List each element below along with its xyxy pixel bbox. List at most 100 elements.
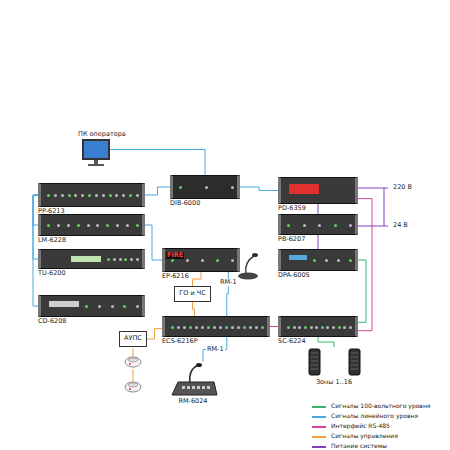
control-knob: [186, 259, 189, 262]
speaker-grille: [351, 357, 358, 358]
display-window: [289, 184, 319, 194]
microphone-console: RM-6024: [168, 362, 218, 396]
console-base: [172, 382, 217, 395]
display-window: [289, 255, 307, 260]
control-knob: [47, 194, 50, 197]
control-knob: [126, 224, 129, 227]
device-label: ECS-6216P: [162, 338, 198, 345]
signal-connector: [193, 302, 195, 316]
control-knob: [171, 326, 174, 329]
speaker-body: [349, 349, 360, 375]
desk-microphone: [238, 253, 258, 280]
control-knob: [343, 326, 346, 329]
control-knob: [326, 326, 329, 329]
control-knob: [177, 326, 180, 329]
control-knob: [332, 326, 335, 329]
control-knob: [349, 259, 352, 262]
legend-swatch: [312, 446, 326, 448]
control-knob: [96, 224, 99, 227]
control-knob: [81, 194, 84, 197]
control-knob: [88, 194, 91, 197]
device-label: CD-6208: [38, 318, 66, 325]
rack-device: DPA-600S: [278, 249, 358, 271]
control-knob: [255, 326, 258, 329]
display-window: [49, 301, 79, 307]
signal-connector: [193, 272, 202, 286]
power-wires: [358, 188, 388, 226]
signal-connector: [318, 204, 319, 214]
control-knob: [122, 194, 125, 197]
control-knob: [124, 258, 127, 261]
control-knob: [313, 259, 316, 262]
control-knob: [231, 186, 234, 189]
rack-device: SC-6224: [278, 316, 358, 337]
control-knob: [136, 258, 139, 261]
control-knob: [243, 326, 246, 329]
text-box: АУПС: [119, 331, 147, 347]
rack-device: PB-6207: [278, 214, 358, 235]
control-knob: [207, 326, 210, 329]
control-knob: [67, 224, 70, 227]
control-knob: [338, 326, 341, 329]
control-knob: [87, 224, 90, 227]
signal-connector: [358, 199, 372, 331]
control-knob: [189, 326, 192, 329]
control-knob: [74, 194, 77, 197]
control-knob: [136, 305, 139, 308]
control-knob: [201, 259, 204, 262]
control-knob: [57, 224, 60, 227]
control-knob: [171, 259, 174, 262]
signal-connector: [240, 187, 278, 191]
control-knob: [205, 186, 208, 189]
control-knob: [261, 326, 264, 329]
control-knob: [310, 326, 313, 329]
control-knob: [349, 224, 352, 227]
speaker-grille: [351, 353, 358, 354]
signal-connector: [318, 337, 334, 347]
signal-connector: [318, 235, 319, 249]
device-label: LM-6228: [38, 237, 66, 244]
device-label: АУПС: [124, 335, 142, 342]
speaker-drawing: [303, 347, 365, 377]
control-knob: [85, 305, 88, 308]
control-knob: [315, 326, 318, 329]
signal-connector: [270, 326, 278, 327]
edge-label: RM-1: [206, 346, 225, 353]
text-box: ГО и ЧС: [174, 286, 211, 302]
speaker-grille: [311, 369, 318, 370]
device-label: PD-6359: [278, 205, 306, 212]
console-key: [182, 386, 185, 389]
control-knob: [219, 326, 222, 329]
control-knob: [298, 326, 301, 329]
gooseneck: [190, 365, 198, 383]
control-knob: [334, 224, 337, 227]
mic-head: [196, 363, 202, 367]
control-knob: [68, 194, 71, 197]
speaker-grille: [351, 361, 358, 362]
signal-connector: [145, 187, 170, 195]
power-label: 24 В: [392, 222, 409, 229]
edge-label: RM-1: [219, 279, 238, 286]
control-knob: [304, 326, 307, 329]
legend-text: Сигналы линейного уровня: [330, 413, 419, 420]
legend-swatch: [312, 416, 326, 418]
speaker-grille: [311, 357, 318, 358]
smoke-detectors: [125, 348, 141, 392]
control-knob: [106, 224, 109, 227]
control-knob: [349, 326, 352, 329]
control-knob: [129, 194, 132, 197]
display-window: [71, 256, 101, 262]
legend-text: Интерфейс RS-485: [330, 423, 391, 430]
rack-device: CD-6208: [38, 295, 145, 317]
speaker-grille: [311, 361, 318, 362]
device-label: TU-6200: [38, 270, 66, 277]
rack-device: LM-6228: [38, 214, 145, 236]
device-label: DIB-6000: [170, 200, 200, 207]
control-knob: [213, 326, 216, 329]
device-label: RM-6024: [178, 398, 207, 405]
control-knob: [195, 326, 198, 329]
control-knob: [111, 305, 114, 308]
speaker-grille: [351, 365, 358, 366]
control-knob: [98, 305, 101, 308]
control-knob: [54, 194, 57, 197]
